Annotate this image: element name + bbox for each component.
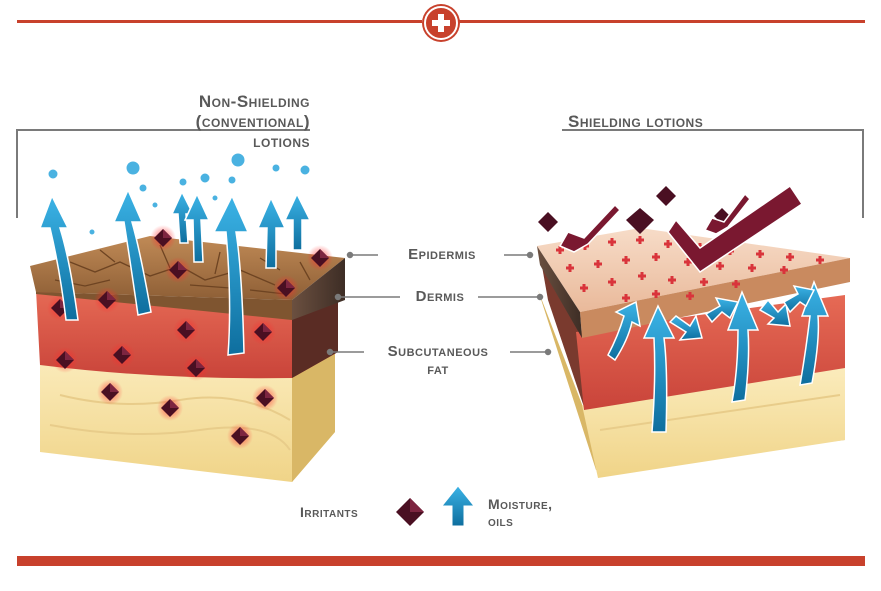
subcutaneous-line1: Subcutaneous <box>387 343 489 360</box>
dermis-label: Dermis <box>402 288 478 306</box>
legend-moisture-label: Moisture, oils <box>488 496 598 530</box>
left-heading-line1: Non-Shielding <box>198 92 310 111</box>
left-heading-line2: (conventional) lotions <box>195 112 310 151</box>
left-skin-block <box>30 152 345 482</box>
legend-icons <box>396 485 476 527</box>
medical-cross-icon <box>424 6 458 40</box>
subcutaneous-line2: fat <box>427 361 449 378</box>
legend-moisture-line2: oils <box>488 513 514 529</box>
bottom-band <box>17 556 865 566</box>
legend-irritants-label: Irritants <box>300 504 359 520</box>
left-heading: Non-Shielding (conventional) lotions <box>150 92 310 152</box>
right-heading: Shielding lotions <box>568 112 704 131</box>
subcutaneous-label: Subcutaneous fat <box>366 343 510 379</box>
epidermis-label: Epidermis <box>380 246 504 264</box>
top-rule-right <box>459 20 865 23</box>
legend-moisture-line1: Moisture, <box>488 496 553 512</box>
right-skin-block <box>537 184 850 478</box>
top-rule-left <box>17 20 422 23</box>
